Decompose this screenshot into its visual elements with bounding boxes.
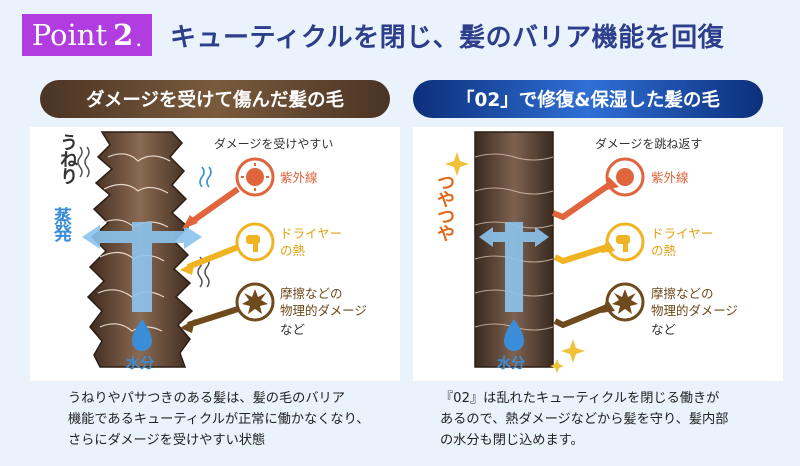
headline: キューティクルを閉じ、髪のバリア機能を回復 bbox=[170, 23, 725, 53]
steam-waves-right bbox=[199, 166, 212, 188]
right-friction-label: 摩擦などの 物理的ダメージ bbox=[651, 285, 738, 319]
water-drop-icon bbox=[132, 319, 152, 351]
shine-label: つやつや bbox=[434, 173, 455, 241]
left-caption-line-3: さらにダメージを受けやすい状態 bbox=[68, 433, 266, 448]
header: Point 2 . キューティクルを閉じ、髪のバリア機能を回復 bbox=[0, 0, 800, 78]
uv-arrow bbox=[188, 186, 240, 226]
left-caption-line-2: 機能であるキューティクルが正常に働かなくなり、 bbox=[68, 412, 370, 427]
left-illustration-card: ダメージを受けやすい うねり 蒸発 水分 紫外線 ドライヤー の熱 摩擦などの … bbox=[30, 127, 400, 381]
uv-sun-icon bbox=[605, 157, 645, 197]
friction-burst-icon bbox=[235, 282, 275, 322]
left-friction-label-1: 摩擦などの bbox=[280, 286, 343, 301]
right-illustration-card: ダメージを跳ね返す つやつや 水分 紫外線 ドライヤー の熱 摩擦などの 物理的… bbox=[413, 127, 783, 381]
left-panel-title: ダメージを受けて傷んだ髪の毛 bbox=[40, 80, 390, 118]
right-water-label: 水分 bbox=[497, 356, 525, 372]
right-panel-title: 「02」で修復&保湿した髪の毛 bbox=[413, 80, 763, 118]
right-uv-label: 紫外線 bbox=[651, 170, 689, 185]
water-escape-arrows bbox=[82, 222, 202, 312]
right-caption-line-2: あるので、熱ダメージなどから髪を守り、髪内部 bbox=[440, 412, 729, 427]
repaired-hair-illustration bbox=[445, 131, 645, 373]
uv-sun-icon bbox=[235, 157, 275, 197]
point-badge: Point 2 . bbox=[22, 14, 152, 56]
left-caption: うねりやパサつきのある髪は、髪の毛のバリア 機能であるキューティクルが正常に働か… bbox=[68, 388, 398, 451]
right-caption: 『02』は乱れたキューティクルを閉じる働きが あるので、熱ダメージなどから髪を守… bbox=[440, 388, 760, 451]
point-word: Point bbox=[31, 18, 108, 52]
point-number: 2 bbox=[113, 18, 134, 52]
friction-burst-icon bbox=[605, 282, 645, 322]
right-etc-label: など bbox=[651, 322, 677, 337]
dryer-icon bbox=[605, 222, 645, 262]
water-drop-icon bbox=[504, 319, 524, 351]
closed-cuticle-lines bbox=[474, 153, 554, 331]
left-dryer-label-1: ドライヤー bbox=[280, 226, 343, 241]
left-dryer-label-2: の熱 bbox=[280, 243, 306, 258]
friction-bounce-arrow bbox=[553, 304, 609, 329]
damaged-hair-illustration bbox=[77, 131, 275, 368]
left-uv-label: 紫外線 bbox=[280, 170, 318, 185]
point-dot: . bbox=[135, 26, 143, 52]
retained-water-arrows bbox=[479, 222, 549, 312]
left-friction-label: 摩擦などの 物理的ダメージ bbox=[280, 285, 367, 319]
right-dryer-label-2: の熱 bbox=[651, 243, 677, 258]
dryer-arrow bbox=[186, 244, 240, 270]
uv-bounce-arrow bbox=[551, 182, 611, 221]
left-caption-line-1: うねりやパサつきのある髪は、髪の毛のバリア bbox=[68, 391, 345, 406]
steam-label: 蒸発 bbox=[51, 207, 72, 241]
wave-lines-left bbox=[77, 146, 90, 178]
left-friction-label-2: 物理的ダメージ bbox=[280, 303, 367, 318]
left-etc-label: など bbox=[280, 322, 306, 337]
right-caption-line-1: 『02』は乱れたキューティクルを閉じる働きが bbox=[440, 391, 720, 406]
right-friction-label-2: 物理的ダメージ bbox=[651, 303, 738, 318]
left-water-label: 水分 bbox=[126, 356, 154, 372]
right-friction-label-1: 摩擦などの bbox=[651, 286, 714, 301]
dryer-icon bbox=[235, 222, 275, 262]
dryer-bounce-arrow bbox=[553, 244, 608, 265]
right-caption-line-3: の水分も閉じ込めます。 bbox=[440, 433, 584, 448]
friction-arrow bbox=[187, 306, 239, 328]
right-dryer-label-1: ドライヤー bbox=[651, 226, 714, 241]
right-top-note: ダメージを跳ね返す bbox=[595, 137, 703, 151]
left-dryer-label: ドライヤー の熱 bbox=[280, 225, 342, 259]
left-top-note: ダメージを受けやすい bbox=[214, 137, 334, 151]
sparkle-icon bbox=[445, 152, 585, 373]
right-dryer-label: ドライヤー の熱 bbox=[651, 225, 713, 259]
wave-label: うねり bbox=[57, 133, 78, 184]
